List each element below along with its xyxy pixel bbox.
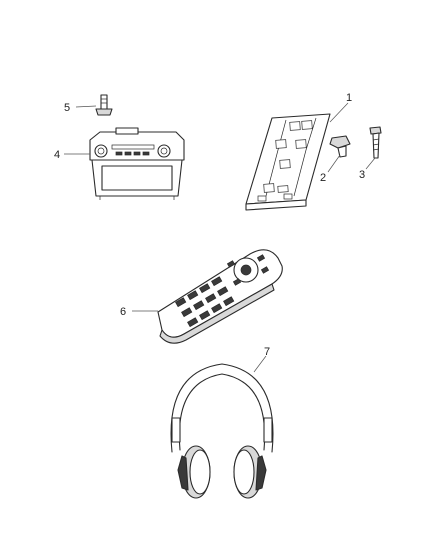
callout-3: 3: [359, 169, 365, 181]
callout-4: 4: [54, 149, 60, 161]
part-4-overhead-dvd-unit: [89, 127, 185, 200]
leader-3: [365, 157, 376, 170]
leader-7: [253, 355, 267, 373]
leader-2: [327, 154, 341, 173]
callout-1: 1: [346, 92, 352, 104]
callout-5: 5: [64, 102, 70, 114]
callout-7: 7: [264, 346, 270, 358]
part-7-headphones: [170, 363, 274, 499]
leader-1: [329, 102, 349, 123]
part-1-mounting-bracket: [245, 113, 331, 211]
part-3-bolt: [369, 126, 382, 159]
callout-2: 2: [320, 172, 326, 184]
part-5-screw: [95, 94, 113, 116]
leader-lines: [64, 102, 376, 373]
callout-labels: 1 2 3 4 5 6 7: [54, 92, 365, 358]
callout-6: 6: [120, 306, 126, 318]
leader-5: [75, 105, 97, 108]
part-6-remote-control: [157, 249, 283, 344]
part-2-nut: [329, 135, 351, 158]
